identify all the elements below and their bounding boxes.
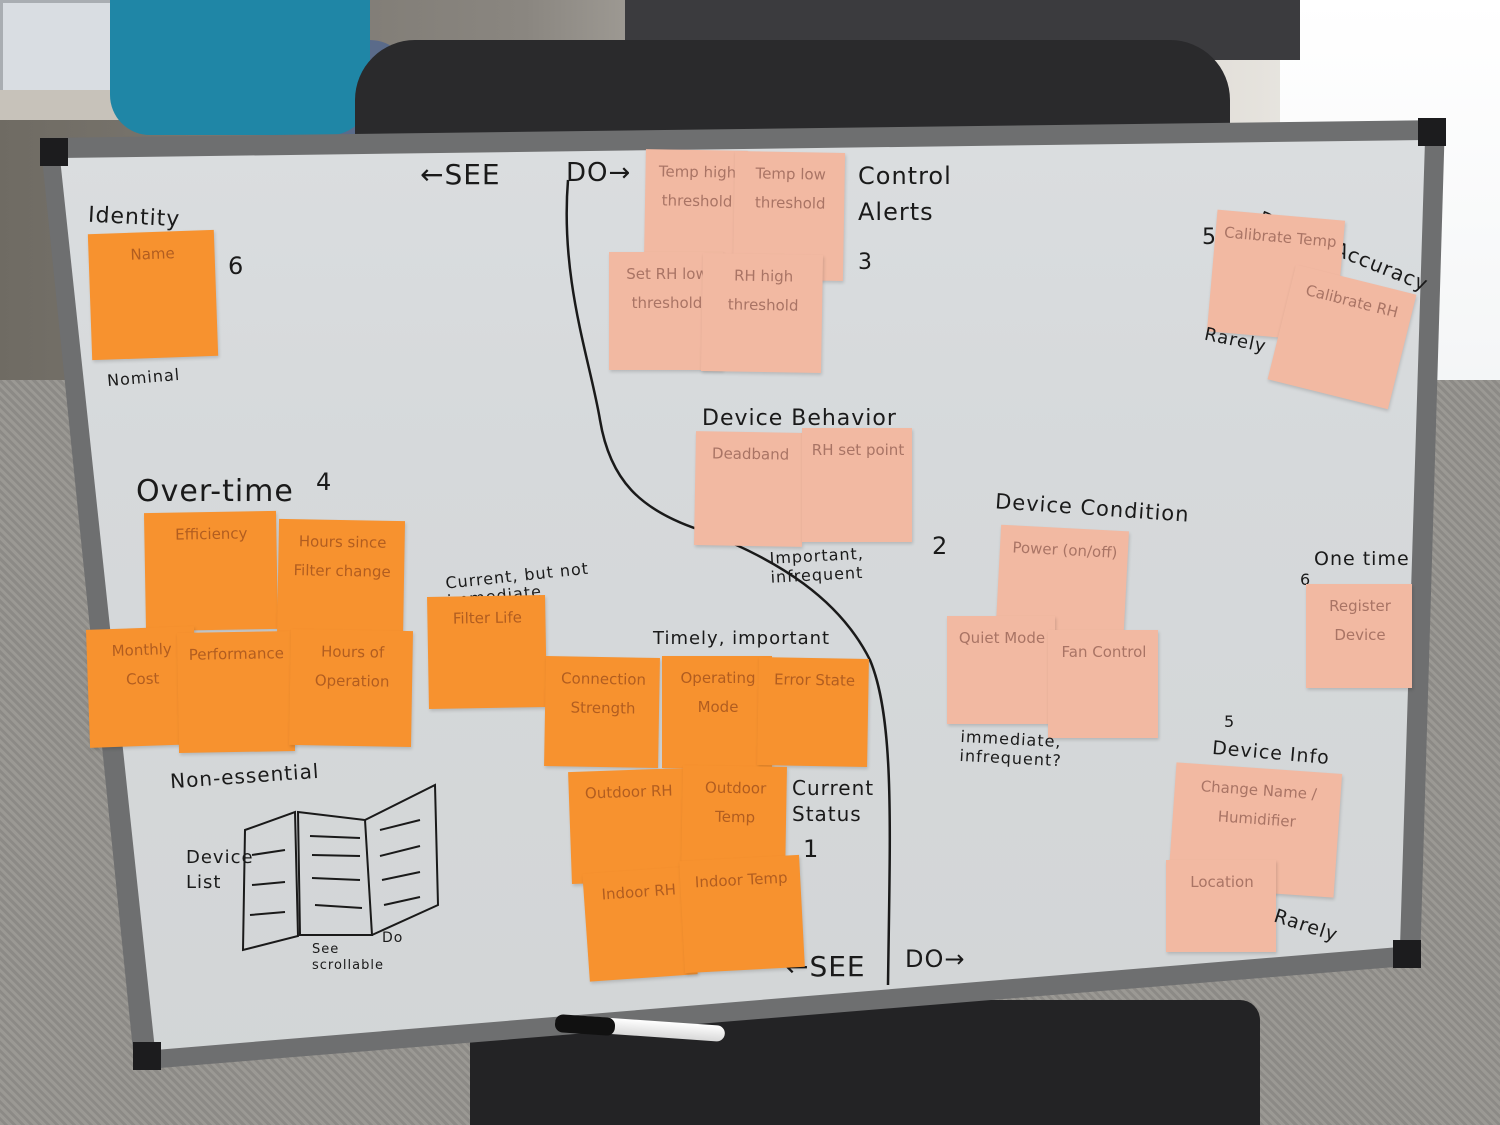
do-scrollable-label: Do (382, 930, 404, 946)
device-behavior-priority: 2 (932, 532, 949, 560)
device-behavior-label: Device Behavior (702, 406, 897, 431)
sticky-note-deadband: Deadband (694, 431, 804, 547)
control-alerts-label: Control Alerts (858, 162, 952, 226)
sticky-note-fan-control: Fan Control (1048, 630, 1158, 738)
see-label-top: ←SEE (420, 158, 501, 191)
device-info-priority: 5 (1224, 712, 1236, 731)
sticky-note-connection-strength: Connection Strength (544, 656, 660, 768)
sticky-note-indoor-temp: Indoor Temp (679, 854, 805, 974)
current-status-priority: 1 (803, 835, 820, 863)
one-time-priority: 6 (1300, 570, 1312, 589)
do-label-bottom: DO→ (905, 945, 966, 973)
frame-corner (1418, 118, 1446, 146)
device-list-label: Device List (186, 847, 254, 894)
overtime-priority: 4 (316, 468, 333, 496)
sticky-note-quiet-mode: Quiet Mode (947, 616, 1055, 724)
control-alerts-priority: 3 (858, 250, 873, 275)
sticky-note-register-device: Register Device (1306, 584, 1412, 688)
sticky-note-filter-life: Filter Life (427, 594, 547, 710)
one-time-label: One time (1314, 548, 1410, 570)
current-status-label: Current Status (792, 776, 875, 826)
sticky-note-rh-set-point: RH set point (802, 428, 912, 542)
sticky-note-hours-of-operation: Hours of Operation (288, 628, 414, 748)
sticky-note-performance: Performance (176, 630, 296, 754)
person (110, 0, 370, 135)
important-infrequent-label: Important, infrequent (769, 543, 865, 587)
sticky-note-efficiency: Efficiency (143, 510, 279, 632)
frame-corner (1393, 940, 1421, 968)
sticky-note-temp-high-threshold: Temp high threshold (644, 149, 748, 257)
sticky-note-operating-mode: Operating Mode (662, 656, 772, 768)
overtime-heading: Over-time (136, 474, 294, 509)
sticky-note-rh-high-threshold: RH high threshold (700, 252, 824, 374)
see-scrollable-label: See scrollable (312, 942, 384, 973)
timely-important-label: Timely, important (653, 628, 831, 649)
frame-corner (40, 138, 68, 166)
identity-heading: Identity (87, 202, 181, 233)
sticky-note-location: Location (1166, 860, 1276, 952)
device-accuracy-priority: 5 (1202, 225, 1217, 250)
sticky-note-name: Name (87, 229, 219, 361)
sticky-note-error-state: Error State (757, 657, 869, 767)
frame-corner (133, 1042, 161, 1070)
identity-priority: 6 (228, 252, 245, 280)
immediate-infrequent-label: immediate, infrequent? (959, 726, 1063, 771)
device-list-sketch (241, 783, 440, 952)
sticky-note-hours-since-filter: Hours since Filter change (276, 518, 406, 640)
do-label-top: DO→ (566, 158, 632, 188)
